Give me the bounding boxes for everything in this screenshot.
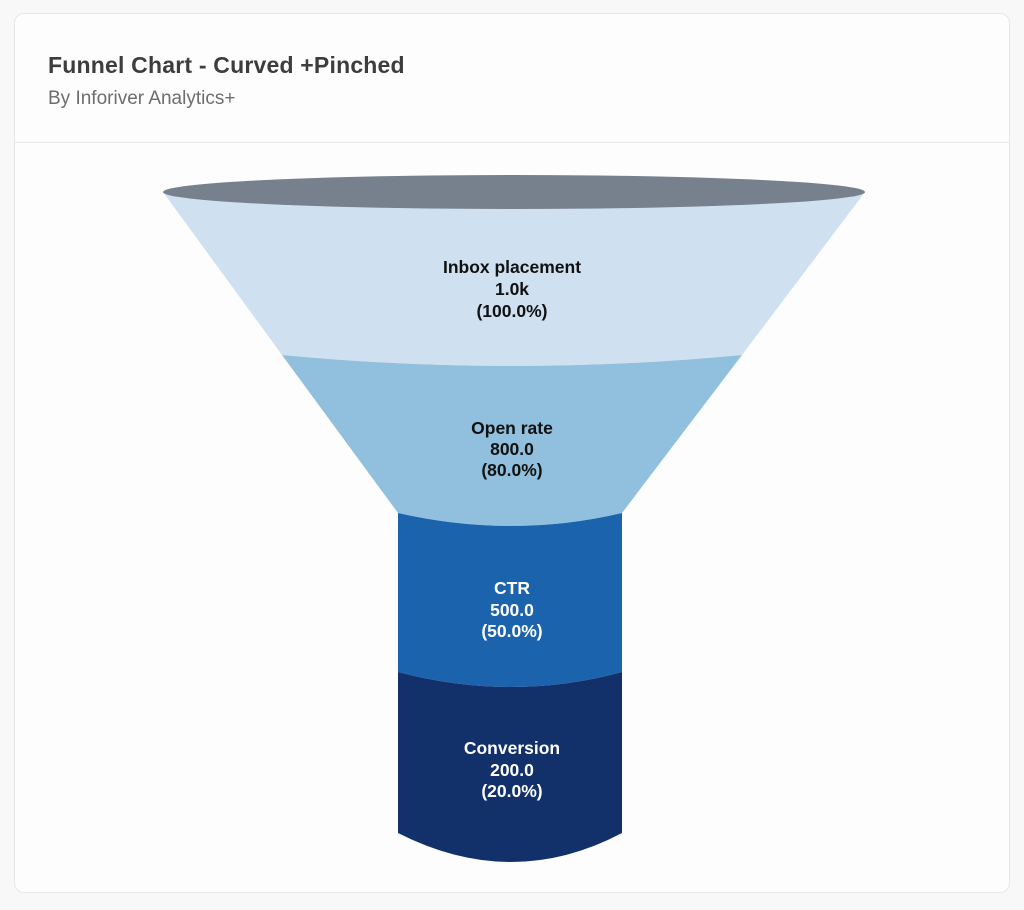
stage-value-label: 1.0k xyxy=(495,279,529,299)
funnel-segment-conversion[interactable] xyxy=(398,672,622,862)
stage-label-group-conversion: Conversion 200.0 (20.0%) xyxy=(464,738,560,801)
funnel-segment-ctr[interactable] xyxy=(398,513,622,687)
stage-name-label: Inbox placement xyxy=(443,257,581,277)
stage-percent-label: (80.0%) xyxy=(481,460,542,480)
funnel-top-opening xyxy=(163,175,865,209)
funnel-segment-open-rate[interactable] xyxy=(282,355,742,526)
chart-subtitle: By Inforiver Analytics+ xyxy=(48,88,236,109)
chart-title: Funnel Chart - Curved +Pinched xyxy=(48,52,405,78)
stage-percent-label: (20.0%) xyxy=(481,781,542,801)
stage-label-group-inbox-placement: Inbox placement 1.0k (100.0%) xyxy=(443,257,581,321)
stage-name-label: Open rate xyxy=(471,418,553,438)
card-header: Funnel Chart - Curved +Pinched By Infori… xyxy=(15,14,1009,143)
stage-name-label: Conversion xyxy=(464,738,560,758)
stage-percent-label: (100.0%) xyxy=(476,301,547,321)
stage-value-label: 200.0 xyxy=(490,760,534,780)
stage-value-label: 800.0 xyxy=(490,439,534,459)
funnel-segment-inbox-placement[interactable] xyxy=(163,192,865,366)
stage-label-group-open-rate: Open rate 800.0 (80.0%) xyxy=(471,418,553,480)
stage-name-label: CTR xyxy=(494,578,530,598)
stage-value-label: 500.0 xyxy=(490,600,534,620)
stage-percent-label: (50.0%) xyxy=(481,621,542,641)
stage-label-group-ctr: CTR 500.0 (50.0%) xyxy=(481,578,542,641)
